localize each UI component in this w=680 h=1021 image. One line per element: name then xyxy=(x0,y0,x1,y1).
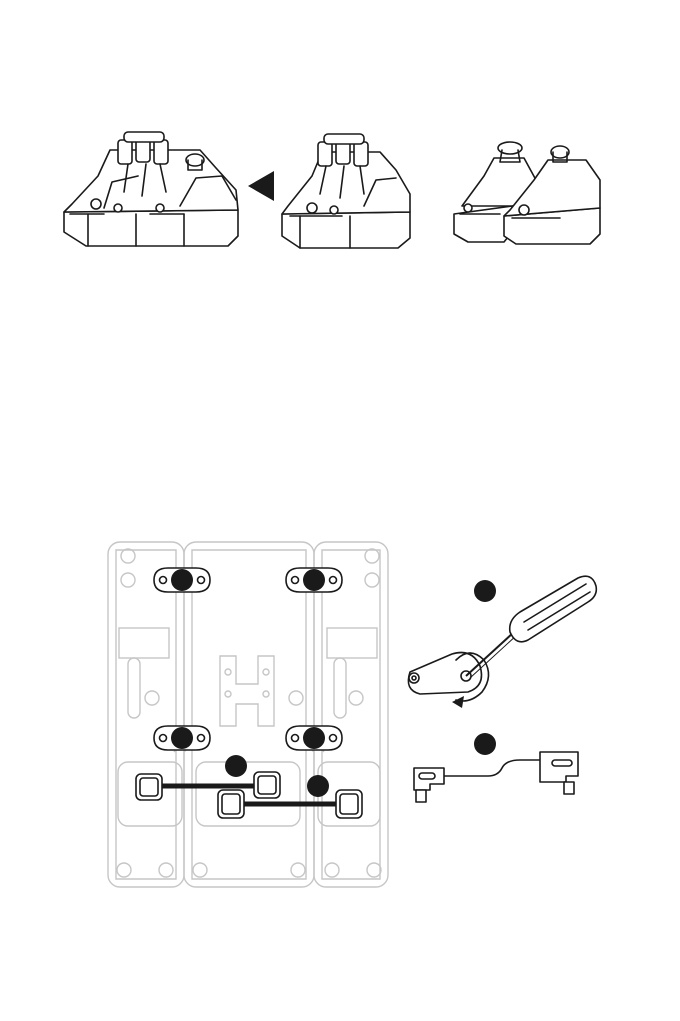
callout-marker-screwdriver xyxy=(474,580,496,602)
callout-marker-cable-tool xyxy=(474,733,496,755)
mounting-point-top-left xyxy=(154,568,210,592)
mounting-point-top-right xyxy=(286,568,342,592)
connector-cable-lower xyxy=(218,790,362,818)
arrow-left-icon xyxy=(248,171,274,201)
connector-cable-upper xyxy=(136,772,280,800)
right-angle-cable xyxy=(414,752,578,802)
addon-modules xyxy=(454,142,600,244)
quadrant-base xyxy=(282,134,410,248)
callout-marker-cable-upper xyxy=(225,755,247,777)
callout-marker-cable-lower xyxy=(307,775,329,797)
quadrant-with-addons xyxy=(64,132,238,246)
mounting-point-bottom-left xyxy=(154,726,210,750)
base-plate xyxy=(108,542,388,887)
screwdriver-with-lock-plate xyxy=(408,576,596,708)
mounting-point-bottom-right xyxy=(286,726,342,750)
